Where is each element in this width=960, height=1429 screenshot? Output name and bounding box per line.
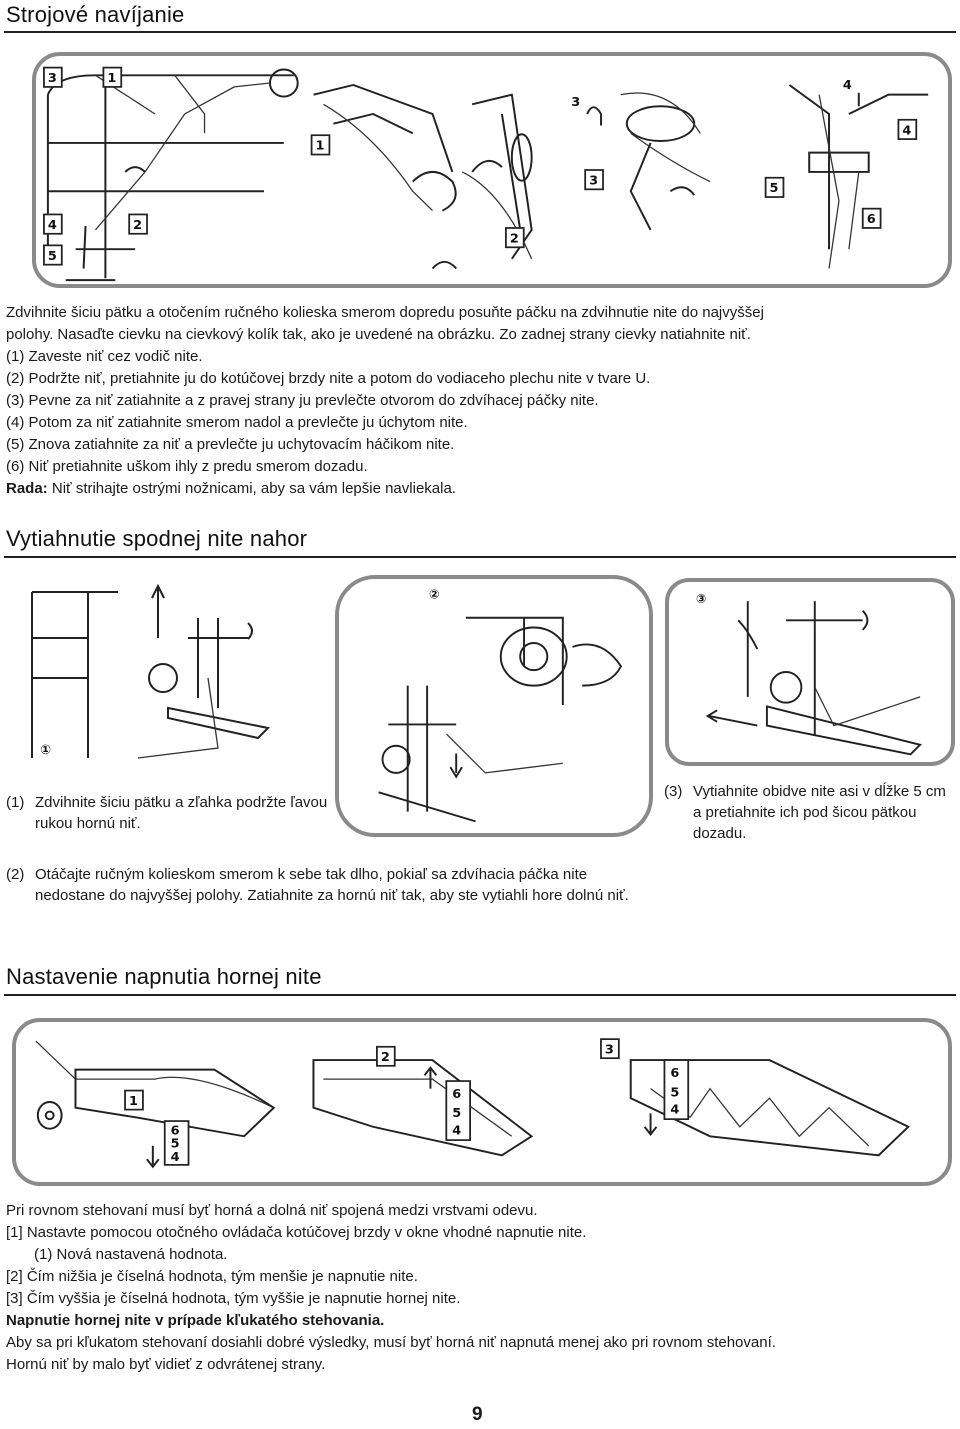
tension-dial-drawing-1: 6 5 4 <box>35 1040 276 1169</box>
text-line: Aby sa pri kľukatom stehovaní dosiahli d… <box>6 1334 776 1351</box>
section-title-tension: Nastavenie napnutia hornej nite <box>6 964 322 989</box>
svg-text:4: 4 <box>902 122 911 137</box>
svg-text:3: 3 <box>571 94 580 109</box>
svg-text:3: 3 <box>605 1042 614 1057</box>
step-1-caption: (1) Zdvihnite šiciu pätku a zľahka podrž… <box>6 792 336 834</box>
tension-dial-drawing-2: 6 5 4 <box>312 1059 534 1157</box>
section-rule <box>4 556 956 558</box>
figure-mark: ② <box>429 586 440 601</box>
svg-text:5: 5 <box>48 248 57 263</box>
text-line: (3) Pevne za niť zatiahnite a z pravej s… <box>6 392 599 409</box>
svg-text:4: 4 <box>452 1123 461 1138</box>
tip-text: Niť strihajte ostrými nožnicami, aby sa … <box>47 480 456 497</box>
bobbin-illustration-2: ② <box>335 575 653 837</box>
winding-instructions: Zdvihnite šiciu pätku a otočením ručného… <box>6 302 764 500</box>
page-number: 9 <box>472 1404 483 1425</box>
callout-box: 1 <box>310 134 331 156</box>
step-text: Vytiahnite obidve nite asi v dĺžke 5 cm … <box>693 783 946 842</box>
svg-text:6: 6 <box>670 1065 679 1080</box>
section-rule <box>4 31 956 33</box>
tension-illustration: 6 5 4 1 6 5 4 2 6 5 4 3 <box>12 1018 952 1186</box>
step-text: Otáčajte ručným kolieskom smerom k sebe … <box>35 866 629 904</box>
svg-text:2: 2 <box>133 217 142 232</box>
svg-text:4: 4 <box>843 77 852 92</box>
section-title-bobbin-pull: Vytiahnutie spodnej nite nahor <box>6 526 308 551</box>
svg-text:5: 5 <box>770 180 779 195</box>
text-line: (2) Podržte niť, pretiahnite ju do kotúč… <box>6 370 651 387</box>
svg-text:2: 2 <box>510 231 519 246</box>
text-line: (1) Zaveste niť cez vodič nite. <box>6 348 203 365</box>
callout-box: 2 <box>504 227 525 249</box>
text-line: [3] Čím vyššia je číselná hodnota, tým v… <box>6 1290 461 1307</box>
step-2-caption: (2) Otáčajte ručným kolieskom smerom k s… <box>6 864 642 906</box>
callout-box: 1 <box>124 1089 144 1111</box>
text-line: Zdvihnite šiciu pätku a otočením ručného… <box>6 304 764 321</box>
bobbin-illustration-1: ① <box>18 578 308 784</box>
svg-text:4: 4 <box>48 217 57 232</box>
text-line: Pri rovnom stehovaní musí byť horná a do… <box>6 1202 538 1219</box>
svg-text:5: 5 <box>452 1105 461 1120</box>
tension-dial-drawing-3: 6 5 4 <box>629 1059 911 1157</box>
tip-line: Rada: Niť strihajte ostrými nožnicami, a… <box>6 478 764 500</box>
callout-box: 2 <box>128 213 148 235</box>
text-line: [1] Nastavte pomocou otočného ovládača k… <box>6 1224 587 1241</box>
step-3-caption: (3) Vytiahnite obidve nite asi v dĺžke 5… <box>664 781 958 844</box>
svg-text:5: 5 <box>171 1136 180 1151</box>
tip-label: Rada: <box>6 480 48 497</box>
callout-box: 3 <box>584 169 604 191</box>
section-title-machine-winding: Strojové navíjanie <box>6 2 185 27</box>
needle-thread-drawing: 4 <box>788 77 929 269</box>
text-line: (1) Nová nastavená hodnota. <box>34 1246 228 1263</box>
svg-text:6: 6 <box>452 1086 461 1101</box>
machine-body-drawing <box>46 68 299 282</box>
callout-box: 5 <box>43 244 63 266</box>
callout-box: 2 <box>376 1045 396 1067</box>
section-rule <box>4 994 956 996</box>
svg-text:6: 6 <box>171 1123 180 1138</box>
figure-mark: ③ <box>696 591 707 606</box>
text-line: (4) Potom za niť zatiahnite smerom nadol… <box>6 414 468 431</box>
zigzag-heading: Napnutie hornej nite v prípade kľukatého… <box>6 1312 385 1329</box>
text-line: Hornú niť by malo byť vidieť z odvrátene… <box>6 1356 326 1373</box>
callout-box: 4 <box>897 118 918 140</box>
callout-box: 3 <box>600 1038 620 1060</box>
text-line: (5) Znova zatiahnite za niť a prevlečte … <box>6 436 455 453</box>
svg-text:3: 3 <box>589 173 598 188</box>
svg-text:1: 1 <box>107 70 116 85</box>
svg-text:5: 5 <box>670 1085 679 1100</box>
take-up-lever-drawing: 3 <box>571 92 711 231</box>
svg-text:1: 1 <box>316 138 325 153</box>
callout-box: 4 <box>43 213 63 235</box>
svg-text:4: 4 <box>171 1149 180 1164</box>
svg-text:3: 3 <box>48 70 57 85</box>
figure-mark: ① <box>40 743 51 758</box>
step-text: Zdvihnite šiciu pätku a zľahka podržte ľ… <box>35 794 328 832</box>
svg-text:4: 4 <box>670 1102 679 1117</box>
text-line: polohy. Nasaďte cievku na cievkový kolík… <box>6 326 751 343</box>
callout-box: 5 <box>764 176 785 198</box>
winding-illustration: 3 1 4 2 5 1 2 3 3 <box>32 52 952 288</box>
tension-instructions: Pri rovnom stehovaní musí byť horná a do… <box>6 1200 776 1376</box>
text-line: (6) Niť pretiahnite uškom ihly z predu s… <box>6 458 368 475</box>
text-line: [2] Čím nižšia je číselná hodnota, tým m… <box>6 1268 418 1285</box>
callout-box: 6 <box>861 207 882 229</box>
bobbin-illustration-3: ③ <box>665 578 955 766</box>
svg-text:2: 2 <box>381 1049 390 1064</box>
callout-box: 3 <box>43 66 63 88</box>
step-number: (3) <box>664 783 683 800</box>
callout-box: 1 <box>102 66 123 88</box>
svg-text:6: 6 <box>867 211 876 226</box>
step-number: (2) <box>6 866 25 883</box>
svg-text:1: 1 <box>129 1093 138 1108</box>
step-number: (1) <box>6 794 25 811</box>
thread-guide-drawing <box>313 83 457 212</box>
